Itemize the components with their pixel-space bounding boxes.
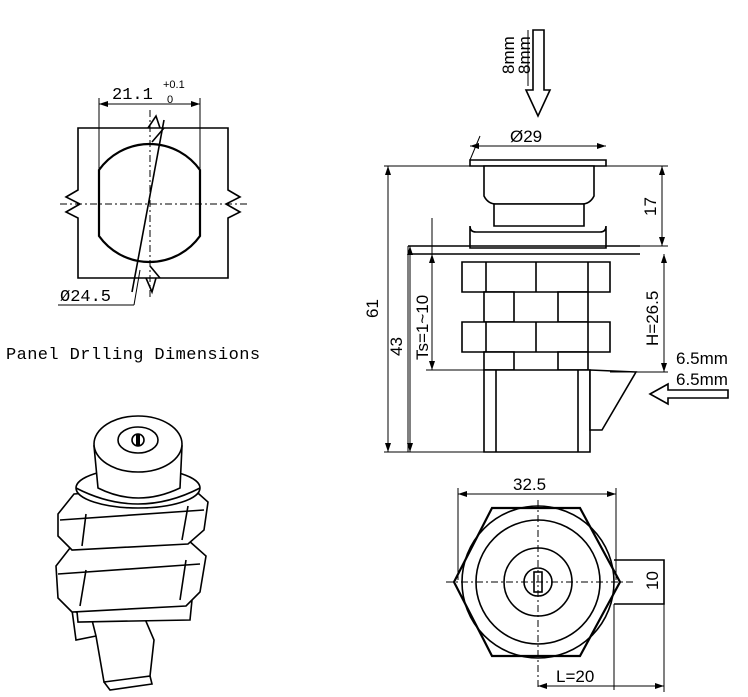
drilling-frame	[64, 127, 242, 279]
drilling-bottom-break	[145, 265, 161, 295]
bottom-width-arrow-right	[607, 491, 616, 497]
thread-right-lower	[557, 351, 589, 371]
iso-lower-nut-edges	[79, 559, 187, 607]
isometric-view	[55, 415, 209, 691]
stroke-label-b: 8mm	[515, 36, 534, 74]
bottom-width-label: 32.5	[513, 475, 546, 494]
ts-arrow-bottom	[429, 361, 435, 370]
flange	[469, 225, 607, 249]
iso-flange-rim	[75, 487, 201, 505]
iso-key-ring	[117, 426, 159, 454]
cap-neck	[493, 203, 585, 227]
head-arrow-top	[659, 166, 665, 175]
latch-label-b: 6.5mm	[676, 370, 728, 389]
iso-pin	[91, 611, 155, 683]
h-arrow-top	[661, 254, 667, 263]
length-label: L=20	[556, 667, 594, 686]
overall-arrow-bottom	[385, 443, 391, 452]
iso-lower-nut-line	[57, 563, 201, 575]
latch	[589, 369, 638, 431]
thread-left-lower	[483, 351, 515, 371]
head-height-label: 17	[641, 197, 660, 216]
drilling-diameter-label: Ø24.5	[60, 288, 111, 307]
width-arrow-left	[99, 101, 108, 107]
body-height-arrow-top	[407, 246, 413, 255]
threads-lower	[483, 351, 589, 371]
thread-right-upper	[557, 291, 589, 323]
latch-arrow	[648, 382, 729, 406]
head-arrow-bottom	[659, 237, 665, 246]
overall-height-label: 61	[363, 299, 382, 318]
stroke-label-a: 8mm	[499, 36, 518, 74]
width-arrow-right	[191, 101, 200, 107]
iso-upper-nut-line	[59, 509, 205, 521]
overall-arrow-top	[385, 166, 391, 175]
panel-drilling-view	[58, 98, 248, 306]
top-diam-arrow-right	[597, 143, 606, 149]
length-arrow-left	[538, 683, 547, 689]
body-height-label: 43	[387, 337, 406, 356]
diameter-leader	[131, 119, 165, 293]
iso-key-slot	[136, 434, 140, 446]
lower-body	[483, 369, 591, 453]
top-diameter-label: Ø29	[510, 127, 542, 146]
bottom-view	[446, 488, 665, 692]
thread-left-upper	[483, 291, 515, 323]
threads-upper	[483, 291, 589, 323]
cap-rim	[469, 159, 607, 167]
latch-label-a: 6.5mm	[676, 349, 728, 368]
bottom-width-arrow-left	[458, 491, 467, 497]
drilling-tol-upper: +0.1	[163, 79, 185, 91]
h-arrow-bottom	[661, 363, 667, 372]
side-view	[384, 29, 729, 453]
thread-span-label: Ts=1~10	[413, 295, 432, 360]
ts-arrow-top	[429, 254, 435, 263]
slot-label: 10	[643, 571, 662, 590]
stroke-arrow	[524, 29, 552, 118]
slot-outline	[614, 559, 665, 605]
body-height-arrow-bottom	[407, 443, 413, 452]
iso-pin-edge	[103, 675, 153, 691]
top-diam-leader	[469, 135, 481, 161]
drilling-tol-lower: 0	[167, 94, 173, 106]
hex-nut	[452, 506, 622, 658]
length-arrow-right	[655, 683, 664, 689]
double-d-hole	[97, 142, 202, 264]
iso-upper-nut-edges	[81, 505, 189, 547]
diameter-leader-tail	[133, 269, 141, 306]
cap-dome	[483, 165, 595, 205]
height-h-label: H=26.5	[643, 291, 662, 346]
drilling-width-label: 21.1	[112, 86, 153, 105]
drilling-caption: Panel Drlling Dimensions	[6, 346, 260, 365]
